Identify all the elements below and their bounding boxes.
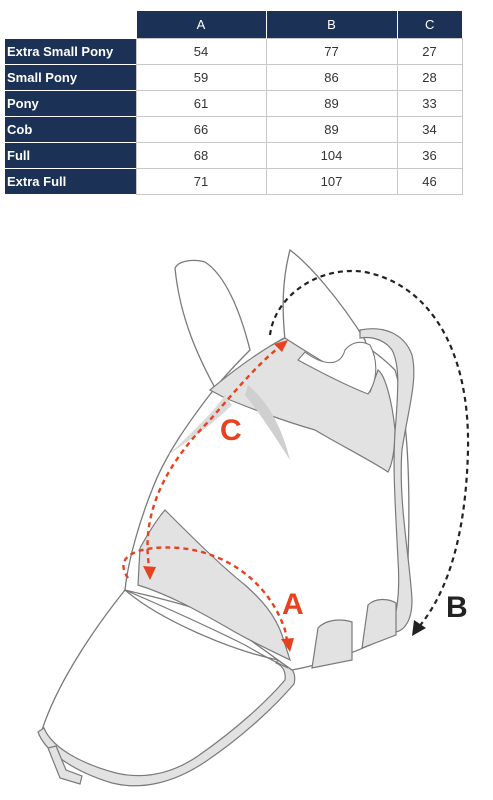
arrowhead-a <box>281 638 294 652</box>
cell-c: 28 <box>396 63 463 91</box>
row-label: Pony <box>5 89 136 116</box>
table-row: Extra Full 71 107 46 <box>5 167 463 195</box>
measure-line-a <box>122 546 290 646</box>
cell-a: 66 <box>135 115 267 143</box>
measure-line-c <box>146 344 283 573</box>
table-row: Pony 61 89 33 <box>5 89 463 117</box>
forelock <box>168 395 232 455</box>
column-header-b: B <box>265 11 397 38</box>
ear-opening <box>297 341 377 395</box>
cell-b: 89 <box>265 89 398 117</box>
cell-b: 89 <box>265 115 398 143</box>
cell-c: 46 <box>396 167 463 195</box>
cell-c: 33 <box>396 89 463 117</box>
column-header-a: A <box>135 11 266 38</box>
cell-b: 77 <box>265 37 398 65</box>
cell-c: 34 <box>396 115 463 143</box>
table-row: Small Pony 59 86 28 <box>5 63 463 91</box>
cell-b: 86 <box>265 63 398 91</box>
forelock <box>245 385 290 460</box>
table-row: Extra Small Pony 54 77 27 <box>5 37 463 65</box>
cell-c: 36 <box>396 141 463 169</box>
cell-a: 59 <box>135 63 267 91</box>
table-corner-cell <box>5 11 136 38</box>
table-row: Cob 66 89 34 <box>5 115 463 143</box>
cell-a: 54 <box>135 37 267 65</box>
cheek-tab <box>311 619 353 669</box>
row-label: Extra Small Pony <box>5 37 136 64</box>
label-a: A <box>282 588 304 621</box>
label-b: B <box>446 591 468 624</box>
nose-band-edge <box>124 589 289 669</box>
measure-line-b <box>268 269 470 629</box>
row-label: Small Pony <box>5 63 136 90</box>
nose-binding <box>37 659 296 787</box>
cell-a: 71 <box>135 167 267 195</box>
column-header-c: C <box>396 11 462 38</box>
cell-a: 61 <box>135 89 267 117</box>
chin-loop <box>47 745 83 785</box>
arrowhead-c-top <box>274 340 288 352</box>
table-header-row: A B C <box>5 11 462 38</box>
label-c: C <box>220 414 242 447</box>
fly-mask-diagram: C A B <box>37 248 470 787</box>
arrowhead-b <box>412 620 426 636</box>
cell-c: 27 <box>396 37 463 65</box>
table-row: Full 68 104 36 <box>5 141 463 169</box>
left-ear <box>174 259 251 390</box>
size-table: A B C Extra Small Pony 54 77 27 Small Po… <box>5 11 463 195</box>
cell-b: 107 <box>265 167 398 195</box>
arrowhead-c-bottom <box>143 566 156 580</box>
row-label: Cob <box>5 115 136 142</box>
row-label: Extra Full <box>5 167 136 194</box>
cell-a: 68 <box>135 141 267 169</box>
cell-b: 104 <box>265 141 398 169</box>
row-label: Full <box>5 141 136 168</box>
cheek-tab <box>361 598 397 649</box>
